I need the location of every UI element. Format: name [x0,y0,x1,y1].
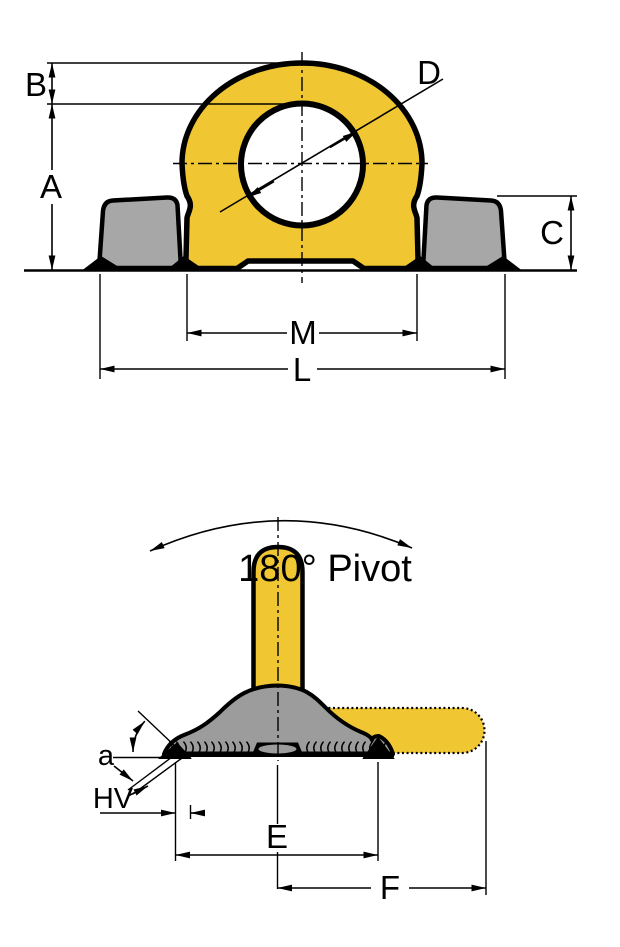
dim-arrow-D-lower [246,180,275,199]
dim-label-L: L [293,351,311,388]
weld-block-right [420,195,508,271]
weld-bevel-line [137,710,178,749]
pivot-label: 180° Pivot [238,548,412,590]
dim-arrow-D-upper [329,130,358,149]
dim-label-HV: HV [93,783,134,815]
pivot-arc [149,519,413,552]
dim-label-M: M [289,314,317,351]
weld-fillet-side-left [158,742,192,759]
weld-seam-line-2 [132,757,183,795]
weld-scallops-right [304,741,388,755]
front-view: B A D C M L [24,52,577,388]
weld-fillet-side-right [362,737,395,759]
dim-label-D: D [417,54,441,91]
side-view: 180° Pivot a HV E F [93,517,487,906]
weld-block-left [96,195,184,271]
weld-seam-line-1 [127,753,177,791]
dim-label-E: E [266,818,288,855]
weld-scallops-left [168,741,253,755]
weld-angle-arc [129,720,146,753]
dim-label-B: B [25,66,47,103]
dim-label-C: C [540,214,564,251]
dim-label-F: F [380,869,400,906]
dim-label-a: a [98,740,115,772]
dim-leader-a [113,765,134,782]
dim-label-A: A [40,168,62,205]
dim-leader-HV [127,785,149,797]
